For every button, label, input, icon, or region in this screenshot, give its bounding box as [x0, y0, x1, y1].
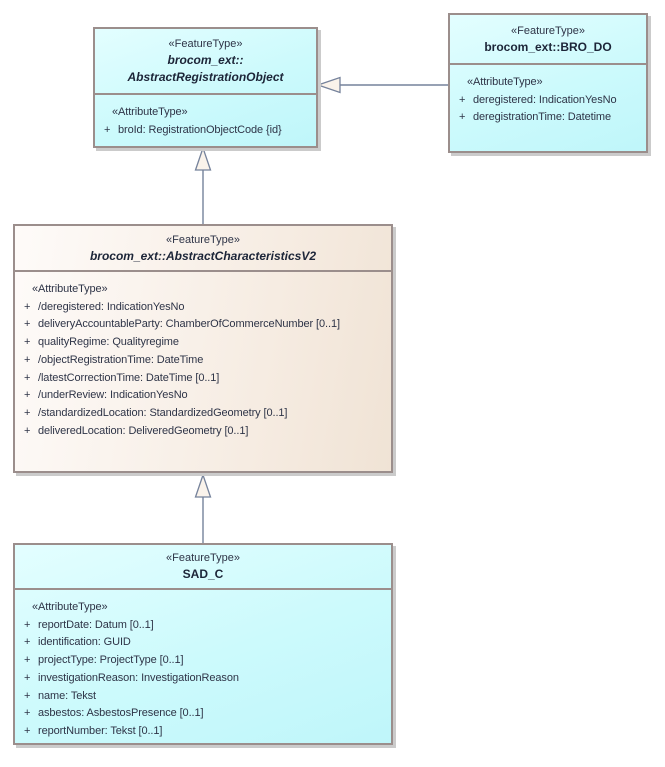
attribute-row: + /objectRegistrationTime: DateTime — [15, 352, 389, 370]
attribute-text: /objectRegistrationTime: DateTime — [38, 353, 204, 366]
class-name: brocom_ext::BRO_DO — [484, 39, 612, 54]
attribute-row: + asbestos: AsbestosPresence [0..1] — [15, 705, 389, 723]
class-name: SAD_C — [182, 567, 224, 581]
visibility-marker: + — [459, 93, 466, 106]
generalization-sad-c-to-abstract-characteristics[interactable] — [194, 472, 212, 545]
visibility-marker: + — [24, 336, 31, 349]
attribute-text: asbestos: AsbestosPresence [0..1] — [38, 707, 204, 720]
attribute-type-label: «AttributeType» — [32, 601, 108, 613]
attributes-compartment: «AttributeType» + deregistered: Indicati… — [450, 63, 646, 151]
class-header: «FeatureType» brocom_ext:: AbstractRegis… — [95, 29, 316, 93]
class-header: «FeatureType» brocom_ext::BRO_DO — [450, 15, 646, 63]
generalization-arrowhead-icon — [315, 76, 341, 94]
stereotype-label: «FeatureType» — [168, 38, 243, 50]
attribute-text: broId: RegistrationObjectCode {id} — [118, 123, 282, 136]
attribute-row: + /standardizedLocation: StandardizedGeo… — [15, 405, 389, 423]
class-header: «FeatureType» SAD_C — [15, 545, 391, 588]
attributes-compartment: «AttributeType» + broId: RegistrationObj… — [95, 93, 316, 146]
attribute-text: projectType: ProjectType [0..1] — [38, 654, 184, 667]
visibility-marker: + — [24, 424, 31, 437]
generalization-abstract-characteristics-to-abstract-registration-object[interactable] — [194, 145, 212, 226]
attribute-type-label: «AttributeType» — [32, 283, 108, 295]
attribute-row: + qualityRegime: Qualityregime — [15, 334, 389, 352]
attribute-row: + /underReview: IndicationYesNo — [15, 387, 389, 405]
attribute-text: reportDate: Datum [0..1] — [38, 618, 154, 631]
attribute-row: + deregistered: IndicationYesNo — [450, 92, 644, 110]
attribute-row: + /deregistered: IndicationYesNo — [15, 299, 389, 317]
attribute-row: + deliveredLocation: DeliveredGeometry [… — [15, 423, 389, 441]
visibility-marker: + — [459, 111, 466, 124]
attribute-text: /latestCorrectionTime: DateTime [0..1] — [38, 371, 220, 384]
attributes-compartment: «AttributeType» + reportDate: Datum [0..… — [15, 588, 391, 743]
visibility-marker: + — [24, 300, 31, 313]
class-box-bro-do[interactable]: «FeatureType» brocom_ext::BRO_DO «Attrib… — [448, 13, 648, 153]
stereotype-label: «FeatureType» — [166, 552, 240, 564]
visibility-marker: + — [24, 724, 31, 737]
attribute-type-label: «AttributeType» — [112, 106, 188, 118]
attribute-row: + /latestCorrectionTime: DateTime [0..1] — [15, 370, 389, 388]
class-box-sad-c[interactable]: «FeatureType» SAD_C «AttributeType» + re… — [13, 543, 393, 745]
attribute-text: /underReview: IndicationYesNo — [38, 389, 188, 402]
attribute-text: qualityRegime: Qualityregime — [38, 336, 179, 349]
attribute-text: deliveryAccountableParty: ChamberOfComme… — [38, 318, 340, 331]
generalization-arrowhead-icon — [194, 472, 212, 498]
attribute-row: + deregistrationTime: Datetime — [450, 109, 644, 127]
class-box-abstract-characteristics-v2[interactable]: «FeatureType» brocom_ext::AbstractCharac… — [13, 224, 393, 473]
attribute-row: + identification: GUID — [15, 634, 389, 652]
attribute-text: investigationReason: InvestigationReason — [38, 671, 239, 684]
visibility-marker: + — [24, 671, 31, 684]
attributes-compartment: «AttributeType» + /deregistered: Indicat… — [15, 270, 391, 471]
attribute-row: + deliveryAccountableParty: ChamberOfCom… — [15, 316, 389, 334]
class-name: brocom_ext:: — [167, 53, 244, 67]
class-name: AbstractRegistrationObject — [127, 70, 284, 84]
attribute-row: + reportNumber: Tekst [0..1] — [15, 723, 389, 741]
attribute-row: + projectType: ProjectType [0..1] — [15, 652, 389, 670]
attribute-text: /deregistered: IndicationYesNo — [38, 300, 185, 313]
stereotype-label: «FeatureType» — [166, 233, 240, 246]
attribute-text: deregistered: IndicationYesNo — [473, 93, 617, 106]
attribute-type-label: «AttributeType» — [467, 76, 543, 88]
attribute-text: deliveredLocation: DeliveredGeometry [0.… — [38, 424, 249, 437]
attribute-text: name: Tekst — [38, 689, 97, 702]
attribute-text: /standardizedLocation: StandardizedGeome… — [38, 406, 288, 419]
attribute-text: deregistrationTime: Datetime — [473, 111, 612, 124]
visibility-marker: + — [24, 371, 31, 384]
generalization-bro-do-to-abstract-registration-object[interactable] — [315, 76, 448, 94]
visibility-marker: + — [24, 353, 31, 366]
visibility-marker: + — [24, 707, 31, 720]
visibility-marker: + — [24, 618, 31, 631]
attribute-text: identification: GUID — [38, 636, 131, 649]
visibility-marker: + — [24, 318, 31, 331]
generalization-arrowhead-icon — [194, 145, 212, 171]
visibility-marker: + — [104, 123, 111, 136]
attribute-row: + reportDate: Datum [0..1] — [15, 617, 389, 635]
stereotype-label: «FeatureType» — [511, 24, 585, 37]
visibility-marker: + — [24, 389, 31, 402]
attribute-row: + investigationReason: InvestigationReas… — [15, 670, 389, 688]
class-header: «FeatureType» brocom_ext::AbstractCharac… — [15, 226, 391, 270]
attribute-row: + broId: RegistrationObjectCode {id} — [95, 122, 314, 140]
visibility-marker: + — [24, 654, 31, 667]
visibility-marker: + — [24, 406, 31, 419]
class-name: brocom_ext::AbstractCharacteristicsV2 — [89, 248, 317, 263]
attribute-text: reportNumber: Tekst [0..1] — [38, 724, 163, 737]
visibility-marker: + — [24, 689, 31, 702]
visibility-marker: + — [24, 636, 31, 649]
class-box-abstract-registration-object[interactable]: «FeatureType» brocom_ext:: AbstractRegis… — [93, 27, 318, 148]
attribute-row: + name: Tekst — [15, 688, 389, 706]
